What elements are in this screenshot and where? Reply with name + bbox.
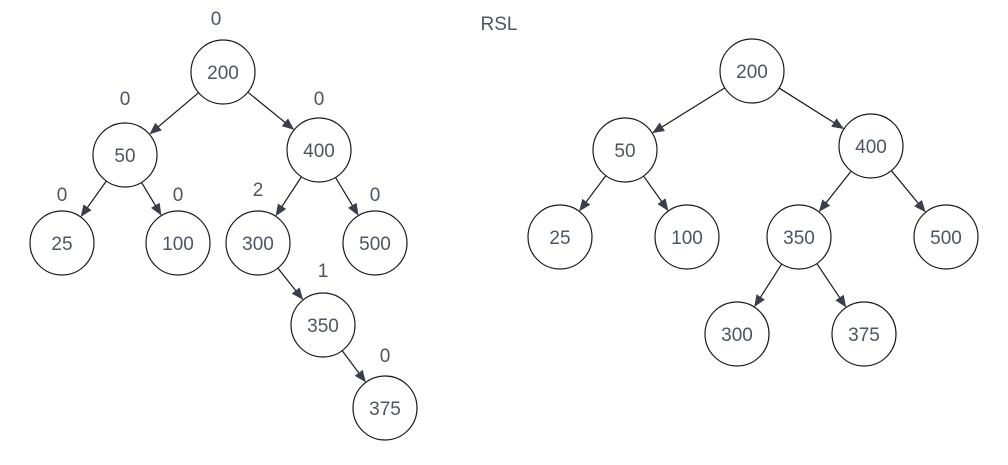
edge-arrow [816, 263, 847, 308]
tree-node-50: 50 [592, 117, 658, 183]
tree-node-400: 400 0 [286, 89, 352, 183]
edge-arrow [754, 263, 783, 308]
edge-arrow [277, 267, 304, 300]
node-value-label: 400 [855, 137, 887, 158]
node-value-label: 300 [242, 234, 274, 255]
balance-factor-label: 0 [211, 9, 222, 30]
tree-node-500: 500 0 [342, 185, 408, 276]
edge-arrow [778, 87, 844, 129]
node-circle [29, 210, 95, 276]
tree-node-200: 200 [719, 38, 785, 104]
balance-factor-label: 2 [253, 180, 264, 201]
edge-arrow [643, 175, 669, 211]
edge-arrow [579, 175, 607, 212]
node-circle [592, 117, 658, 183]
node-circle [527, 204, 593, 270]
diagram-title: RSL [481, 14, 518, 35]
balance-factor-label: 0 [57, 185, 68, 206]
node-value-label: 200 [736, 62, 768, 83]
tree-node-300: 300 [704, 301, 770, 367]
edge-arrow [80, 180, 107, 217]
tree-node-100: 100 [654, 204, 720, 270]
node-circle [766, 204, 832, 270]
node-value-label: 25 [51, 234, 72, 255]
node-value-label: 100 [162, 234, 194, 255]
node-circle [704, 301, 770, 367]
tree-node-375: 375 0 [352, 346, 418, 441]
node-circle [654, 204, 720, 270]
node-circle [290, 292, 356, 358]
edge-arrow [247, 91, 295, 130]
edge-arrow [818, 170, 852, 212]
node-value-label: 50 [614, 141, 635, 162]
tree-node-350: 350 [766, 204, 832, 270]
node-circle [838, 113, 904, 179]
edge-arrow [890, 170, 926, 213]
balance-factor-label: 1 [318, 261, 329, 282]
node-value-label: 500 [359, 234, 391, 255]
tree-node-25: 25 [527, 204, 593, 270]
node-circle [225, 210, 291, 276]
tree-node-500: 500 [913, 204, 979, 270]
node-circle [719, 38, 785, 104]
edge-arrow [149, 92, 199, 135]
node-value-label: 350 [307, 316, 339, 337]
tree-node-50: 50 0 [92, 89, 158, 188]
node-value-label: 100 [671, 228, 703, 249]
balance-factor-label: 0 [314, 89, 325, 110]
edge-arrow [341, 350, 366, 383]
node-value-label: 25 [549, 228, 570, 249]
balance-factor-label: 0 [120, 89, 131, 110]
node-value-label: 300 [721, 325, 753, 346]
balance-factor-label: 0 [370, 185, 381, 206]
node-value-label: 375 [369, 399, 401, 420]
tree-node-25: 25 0 [29, 185, 95, 276]
balance-factor-label: 0 [380, 346, 391, 367]
node-circle [145, 210, 211, 276]
node-circle [913, 204, 979, 270]
edge-arrow [275, 176, 302, 217]
node-value-label: 50 [114, 146, 135, 167]
tree-node-375: 375 [831, 301, 897, 367]
balance-factor-label: 0 [173, 185, 184, 206]
node-value-label: 400 [303, 141, 335, 162]
edge-arrow [652, 87, 726, 134]
tree-node-350: 350 1 [290, 261, 356, 358]
tree-node-100: 100 0 [145, 185, 211, 276]
tree-node-300: 300 2 [225, 180, 291, 276]
node-circle [342, 210, 408, 276]
node-value-label: 500 [930, 228, 962, 249]
edges-layer [80, 87, 926, 383]
node-circle [352, 375, 418, 441]
node-circle [92, 122, 158, 188]
edge-arrow [140, 182, 162, 216]
node-circle [190, 39, 256, 105]
node-value-label: 350 [783, 228, 815, 249]
node-circle [286, 117, 352, 183]
node-value-label: 375 [848, 325, 880, 346]
tree-node-400: 400 [838, 113, 904, 179]
node-circle [831, 301, 897, 367]
node-value-label: 200 [207, 63, 239, 84]
edge-arrow [334, 177, 359, 216]
